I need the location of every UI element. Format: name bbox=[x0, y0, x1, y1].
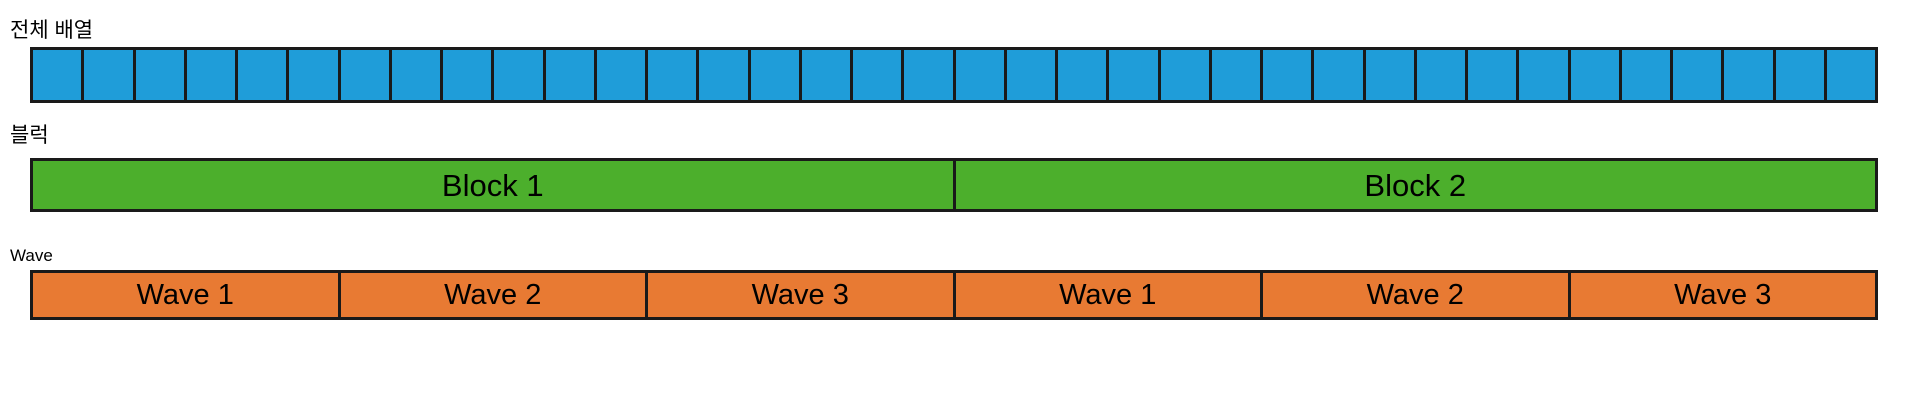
array-cell bbox=[1826, 50, 1875, 100]
array-cell bbox=[1416, 50, 1468, 100]
array-cell bbox=[391, 50, 443, 100]
block-cell-label: Block 2 bbox=[1364, 167, 1467, 203]
array-cell bbox=[289, 50, 341, 100]
array-cell bbox=[135, 50, 187, 100]
array-cell bbox=[340, 50, 392, 100]
array-cell bbox=[1160, 50, 1212, 100]
array-cell bbox=[1365, 50, 1417, 100]
array-cell bbox=[494, 50, 546, 100]
wave-cell-label: Wave 1 bbox=[1059, 278, 1157, 311]
wave-cell-label: Wave 3 bbox=[751, 278, 849, 311]
array-cell bbox=[648, 50, 700, 100]
array-cell bbox=[955, 50, 1007, 100]
array-cell bbox=[699, 50, 751, 100]
array-cell bbox=[1775, 50, 1827, 100]
wave-cell: Wave 3 bbox=[1570, 273, 1875, 317]
array-cell bbox=[443, 50, 495, 100]
wave-cell: Wave 3 bbox=[648, 273, 956, 317]
array-cell bbox=[1314, 50, 1366, 100]
wave-cell-label: Wave 3 bbox=[1674, 278, 1772, 311]
array-cell bbox=[1519, 50, 1571, 100]
array-cell bbox=[1211, 50, 1263, 100]
array-row bbox=[30, 47, 1878, 103]
wave-cell: Wave 2 bbox=[1263, 273, 1571, 317]
array-cell bbox=[596, 50, 648, 100]
wave-cell: Wave 1 bbox=[955, 273, 1263, 317]
array-cell bbox=[1621, 50, 1673, 100]
wave-cell-label: Wave 2 bbox=[444, 278, 542, 311]
array-cell bbox=[238, 50, 290, 100]
array-cell bbox=[1468, 50, 1520, 100]
wave-cell: Wave 1 bbox=[33, 273, 341, 317]
array-cell bbox=[545, 50, 597, 100]
array-cell bbox=[84, 50, 136, 100]
block-section-label: 블럭 bbox=[10, 124, 49, 147]
array-cell bbox=[186, 50, 238, 100]
array-cell bbox=[853, 50, 905, 100]
array-cell bbox=[1724, 50, 1776, 100]
array-section-label: 전체 배열 bbox=[10, 19, 94, 42]
array-cell bbox=[1109, 50, 1161, 100]
array-cell bbox=[1673, 50, 1725, 100]
block-cell: Block 2 bbox=[955, 161, 1875, 209]
wave-cell-label: Wave 1 bbox=[136, 278, 234, 311]
array-cell bbox=[750, 50, 802, 100]
array-cell bbox=[904, 50, 956, 100]
wave-section-label: Wave bbox=[10, 246, 53, 265]
wave-cell: Wave 2 bbox=[340, 273, 648, 317]
wave-row: Wave 1 Wave 2 Wave 3 Wave 1 Wave 2 Wave 3 bbox=[30, 270, 1878, 320]
array-cell bbox=[33, 50, 85, 100]
block-cell: Block 1 bbox=[33, 161, 956, 209]
array-cell bbox=[1058, 50, 1110, 100]
array-cell bbox=[801, 50, 853, 100]
block-cell-label: Block 1 bbox=[441, 167, 544, 203]
array-cell bbox=[1570, 50, 1622, 100]
array-cell bbox=[1263, 50, 1315, 100]
block-row: Block 1 Block 2 bbox=[30, 158, 1878, 212]
array-cell bbox=[1006, 50, 1058, 100]
wave-cell-label: Wave 2 bbox=[1366, 278, 1464, 311]
